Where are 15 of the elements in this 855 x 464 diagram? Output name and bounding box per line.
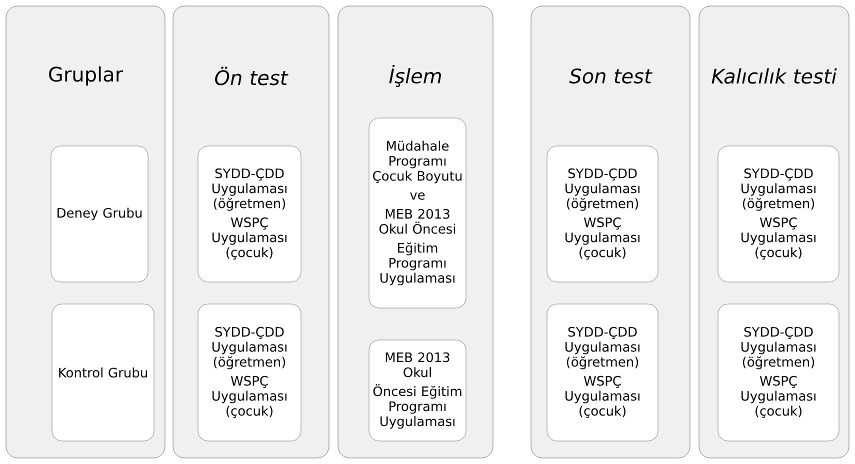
- text-box: SYDD-ÇDD Uygulaması (öğretmen) WSPÇ Uygulaması (çocuk): [546, 146, 658, 282]
- text-box: Müdahale Programı Çocuk Boyutu ve MEB 2013 Okul Öncesi Eğitim Programı Uygulaması: [368, 118, 466, 308]
- text-box: Kontrol Grubu: [52, 304, 154, 442]
- text-box: SYDD-ÇDD Uygulaması (öğretmen) WSPÇ Uygulaması (çocuk): [546, 304, 658, 442]
- text-box: MEB 2013 Okul Öncesi Eğitim Programı Uygulaması: [368, 340, 466, 442]
- column-heading: Son test: [569, 68, 652, 84]
- text-box: SYDD-ÇDD Uygulaması (öğretmen) WSPÇ Uygulaması (çocuk): [718, 146, 840, 282]
- text-box: Deney Grubu: [50, 146, 148, 282]
- column-heading: Kalıcılık testi: [712, 68, 837, 84]
- text-box: SYDD-ÇDD Uygulaması (öğretmen) WSPÇ Uygulaması (çocuk): [198, 304, 302, 442]
- column-heading: Gruplar: [49, 66, 124, 86]
- text-box: SYDD-ÇDD Uygulaması (öğretmen) WSPÇ Uygulaması (çocuk): [718, 304, 840, 442]
- column-heading: İşlem: [389, 64, 441, 88]
- column-heading: Ön test: [215, 66, 288, 86]
- text-box: SYDD-ÇDD Uygulaması (öğretmen) WSPÇ Uygulaması (çocuk): [198, 146, 302, 282]
